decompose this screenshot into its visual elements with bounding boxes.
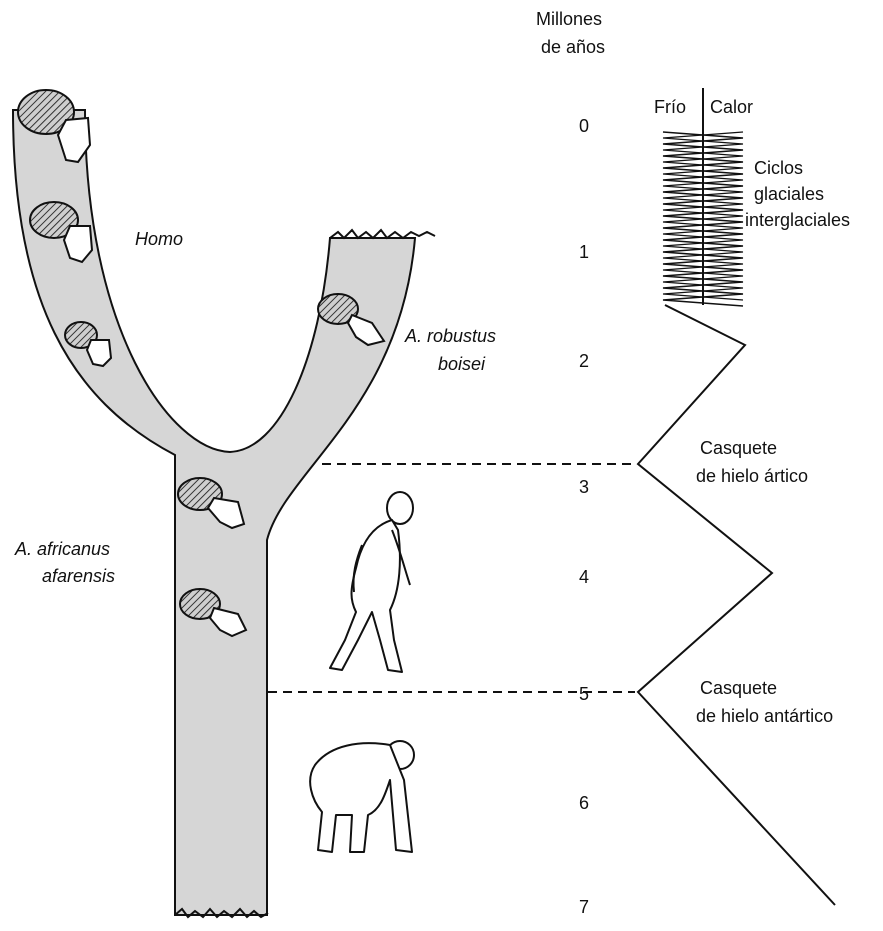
scale-title-line1: Millones <box>536 9 602 29</box>
climate-curve <box>638 305 835 905</box>
scale-tick-1: 1 <box>579 242 589 262</box>
glacial-cycles-line1: Ciclos <box>754 158 803 178</box>
antarctic-ice-label-line2: de hielo antártico <box>696 706 833 726</box>
antarctic-ice-label-line1: Casquete <box>700 678 777 698</box>
scale-tick-2: 2 <box>579 351 589 371</box>
robustus-branch-jagged-top <box>330 230 435 238</box>
upright-hominid-icon <box>330 492 413 672</box>
glacial-cycles-line2: glaciales <box>754 184 824 204</box>
homo-label: Homo <box>135 229 183 249</box>
robustus-label-line2: boisei <box>438 354 486 374</box>
scale-tick-3: 3 <box>579 477 589 497</box>
arctic-ice-label-line2: de hielo ártico <box>696 466 808 486</box>
scale-tick-5: 5 <box>579 684 589 704</box>
arctic-ice-label-line1: Casquete <box>700 438 777 458</box>
cold-label: Frío <box>654 97 686 117</box>
scale-tick-0: 0 <box>579 116 589 136</box>
warm-label: Calor <box>710 97 753 117</box>
scale-tick-7: 7 <box>579 897 589 917</box>
scale-tick-6: 6 <box>579 793 589 813</box>
quadruped-ape-icon <box>310 741 414 852</box>
africanus-label-line1: A. africanus <box>14 539 110 559</box>
robustus-label-line1: A. robustus <box>404 326 496 346</box>
scale-title-line2: de años <box>541 37 605 57</box>
africanus-label-line2: afarensis <box>42 566 115 586</box>
glacial-cycles-line3: interglaciales <box>745 210 850 230</box>
scale-tick-4: 4 <box>579 567 589 587</box>
